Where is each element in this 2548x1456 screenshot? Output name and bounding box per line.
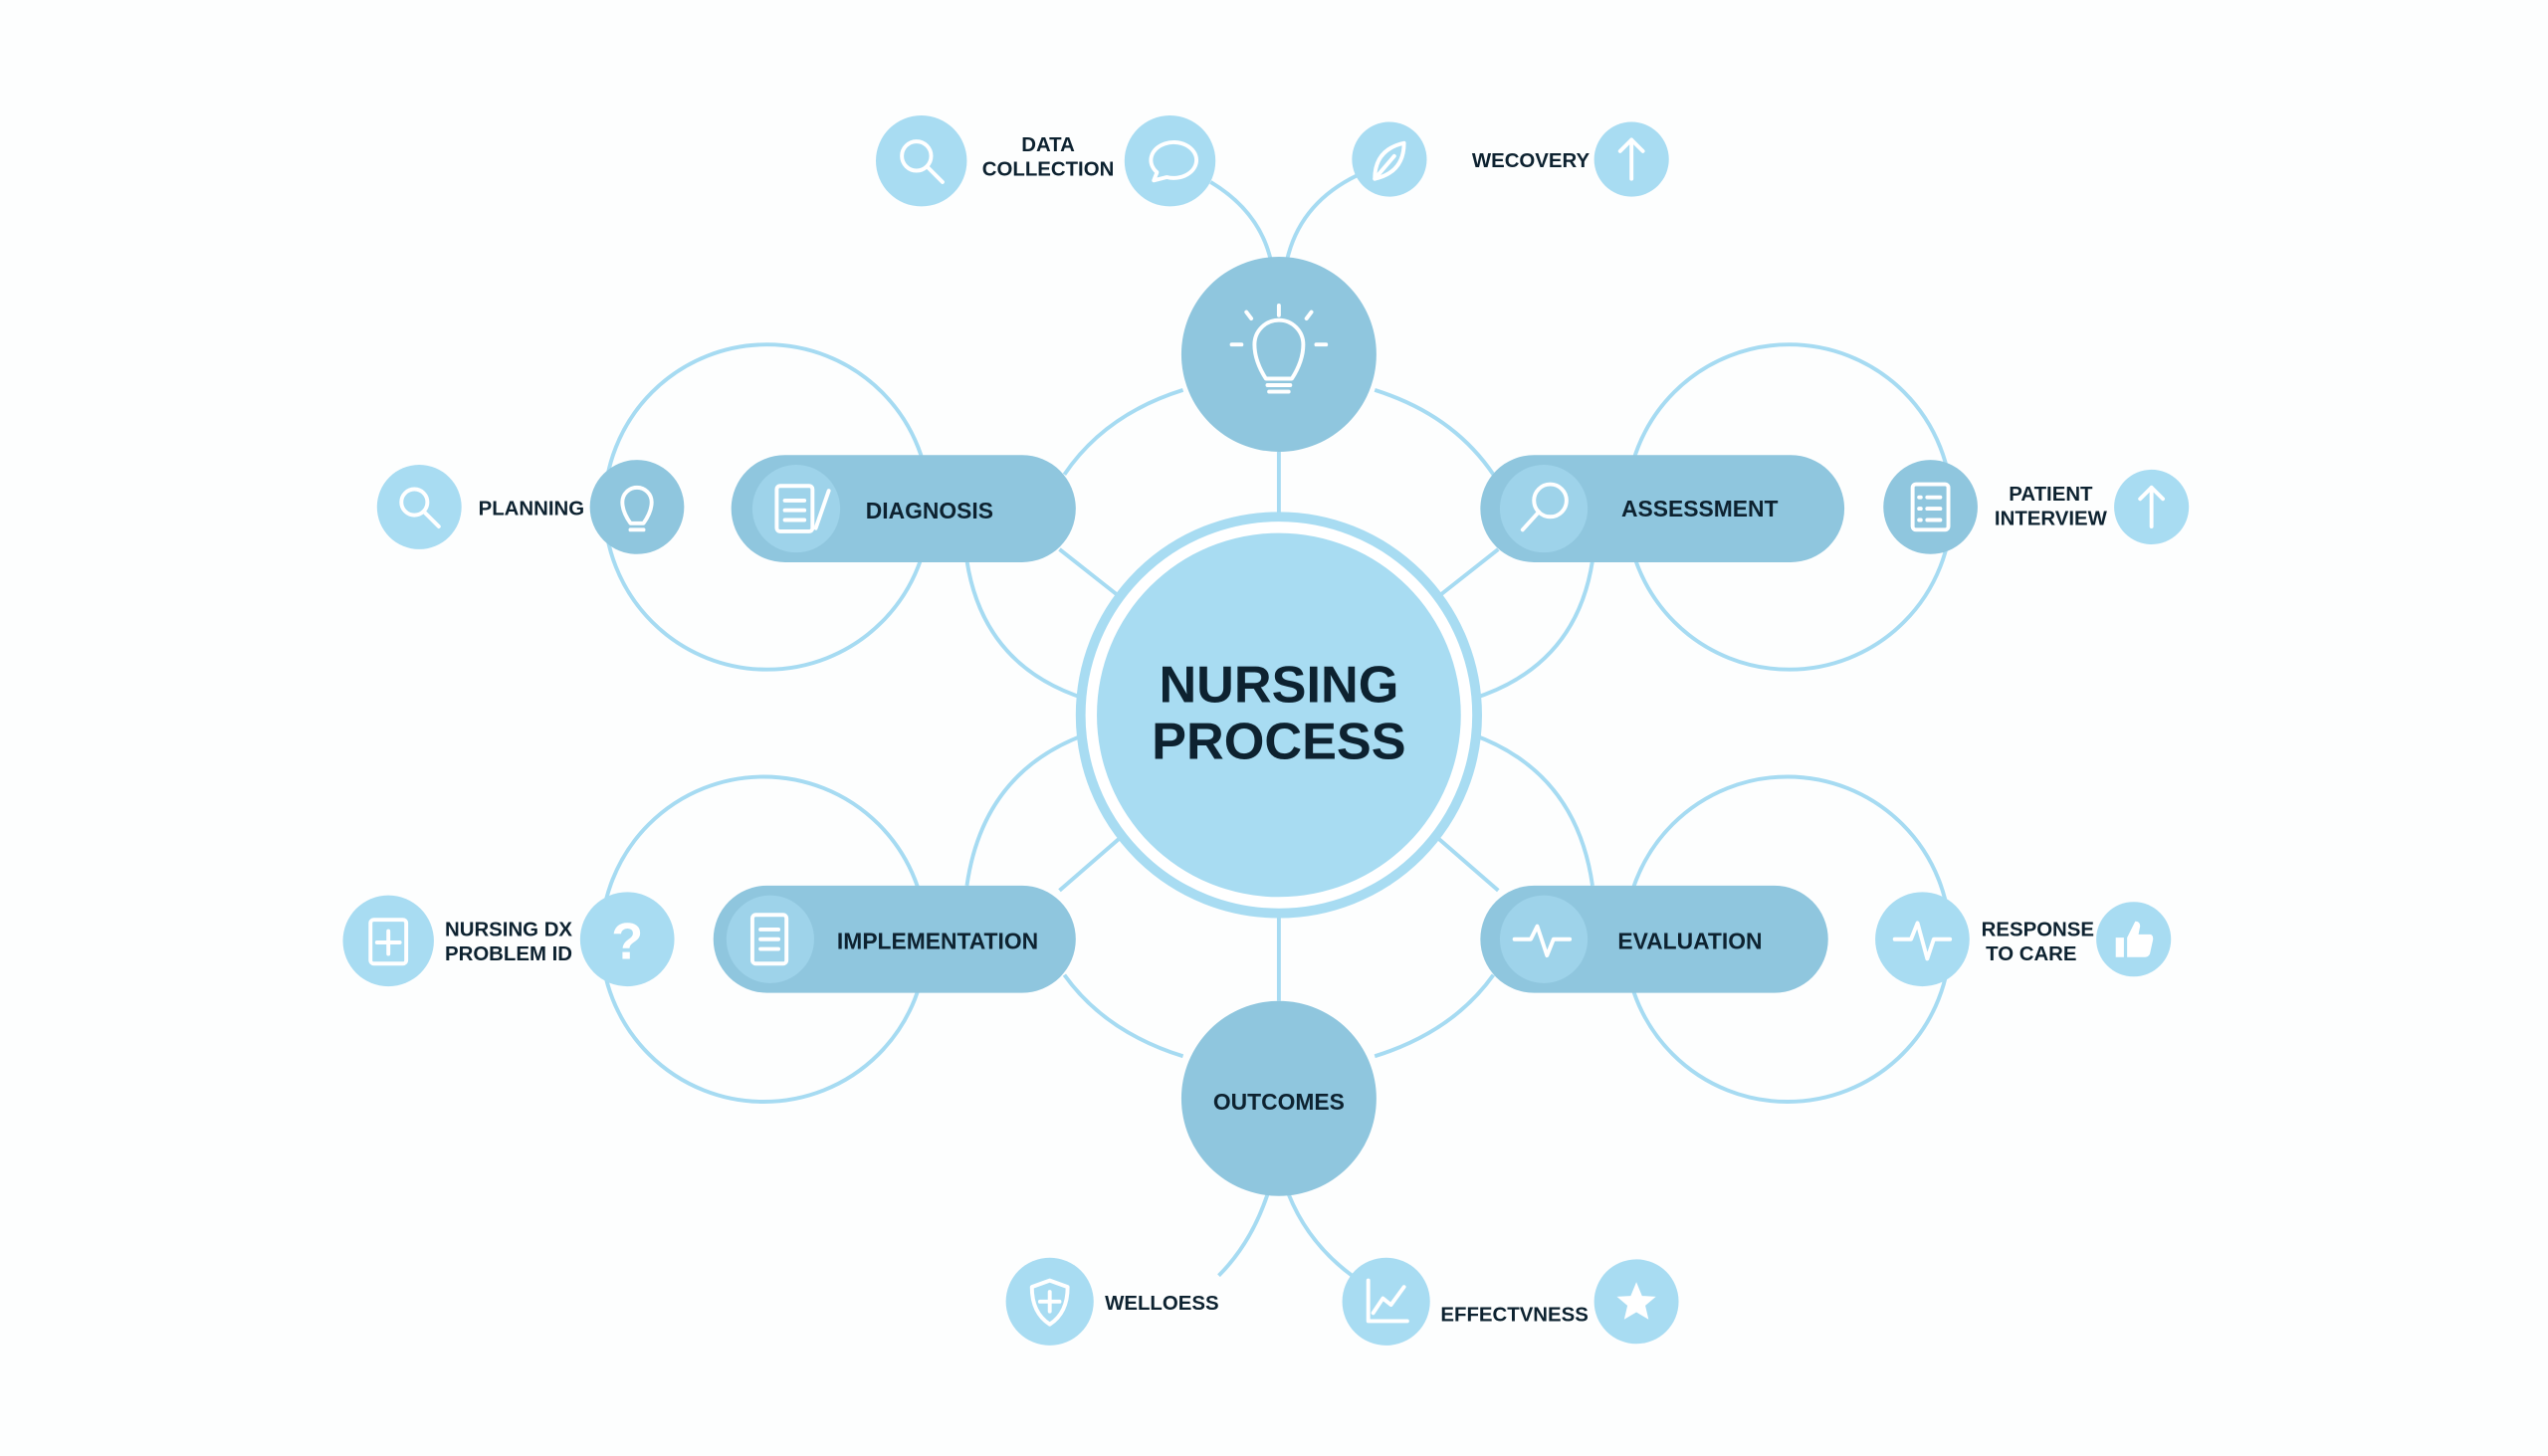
recovery-group[interactable]: WECOVERY [1352,121,1669,197]
lightbulb-icon [1229,304,1329,394]
chat-bubble-icon [1149,140,1199,183]
patient-interview-label-1: PATIENT [2009,484,2093,506]
medical-chart-icon [368,918,409,966]
shield-icon [1029,1278,1070,1327]
search-icon [900,139,945,184]
nursing-dx-label-2: PROBLEM ID [445,943,572,965]
planning-group[interactable]: PLANNING [376,460,685,554]
wellness-group[interactable]: WELLOESS [1005,1257,1219,1346]
thumbs-up-icon [2115,921,2154,957]
magnifier-icon [1520,482,1569,532]
line-chart-icon [1366,1278,1409,1324]
clipboard-icon [749,913,789,966]
data-collection-group[interactable]: DATA COLLECTION [876,114,1216,207]
planning-label: PLANNING [479,499,584,520]
assessment-label: ASSESSMENT [1621,496,1778,521]
center-title-line1: NURSING [1159,656,1398,714]
data-collection-label-1: DATA [1021,134,1075,156]
nursing-dx-label-1: NURSING DX [445,919,572,940]
arrow-up-icon [1617,137,1645,181]
recovery-label: WECOVERY [1472,150,1591,172]
nursing-dx-group[interactable]: NURSING DX PROBLEM ID ? [342,892,675,987]
wellness-label: WELLOESS [1105,1293,1218,1315]
search-icon [399,487,441,529]
pill-diagnosis[interactable]: DIAGNOSIS [731,455,1076,562]
effectiveness-group[interactable]: EFFECTVNESS [1342,1257,1679,1346]
pill-assessment[interactable]: ASSESSMENT [1480,455,1845,562]
star-icon [1616,1282,1656,1320]
outcomes-label: OUTCOMES [1213,1089,1345,1115]
pill-evaluation[interactable]: EVALUATION [1480,885,1828,993]
pulse-icon [1512,924,1573,958]
patient-interview-label-2: INTERVIEW [1995,508,2108,529]
checklist-icon [1910,482,1951,532]
lightbulb-icon [620,485,654,532]
diagnosis-label: DIAGNOSIS [866,498,993,523]
response-label-2: TO CARE [1986,943,2076,965]
top-hub-node[interactable] [1180,257,1377,452]
arrow-up-icon [2138,485,2166,529]
outcomes-node[interactable]: OUTCOMES [1180,1000,1377,1196]
implementation-label: IMPLEMENTATION [837,929,1038,954]
patient-interview-group[interactable]: PATIENT INTERVIEW [1883,460,2190,554]
effectiveness-label: EFFECTVNESS [1440,1304,1588,1326]
question-icon: ? [611,913,643,970]
notepad-icon [774,484,831,533]
center-title-line2: PROCESS [1152,714,1405,771]
evaluation-label: EVALUATION [1617,929,1762,954]
data-collection-label-2: COLLECTION [982,158,1115,180]
response-label-1: RESPONSE [1982,919,2094,940]
pill-implementation[interactable]: IMPLEMENTATION [713,885,1076,993]
center-node[interactable]: NURSING PROCESS [1075,512,1482,919]
response-to-care-group[interactable]: RESPONSE TO CARE [1875,892,2172,987]
pulse-icon [1892,921,1953,961]
leaf-icon [1373,140,1406,181]
